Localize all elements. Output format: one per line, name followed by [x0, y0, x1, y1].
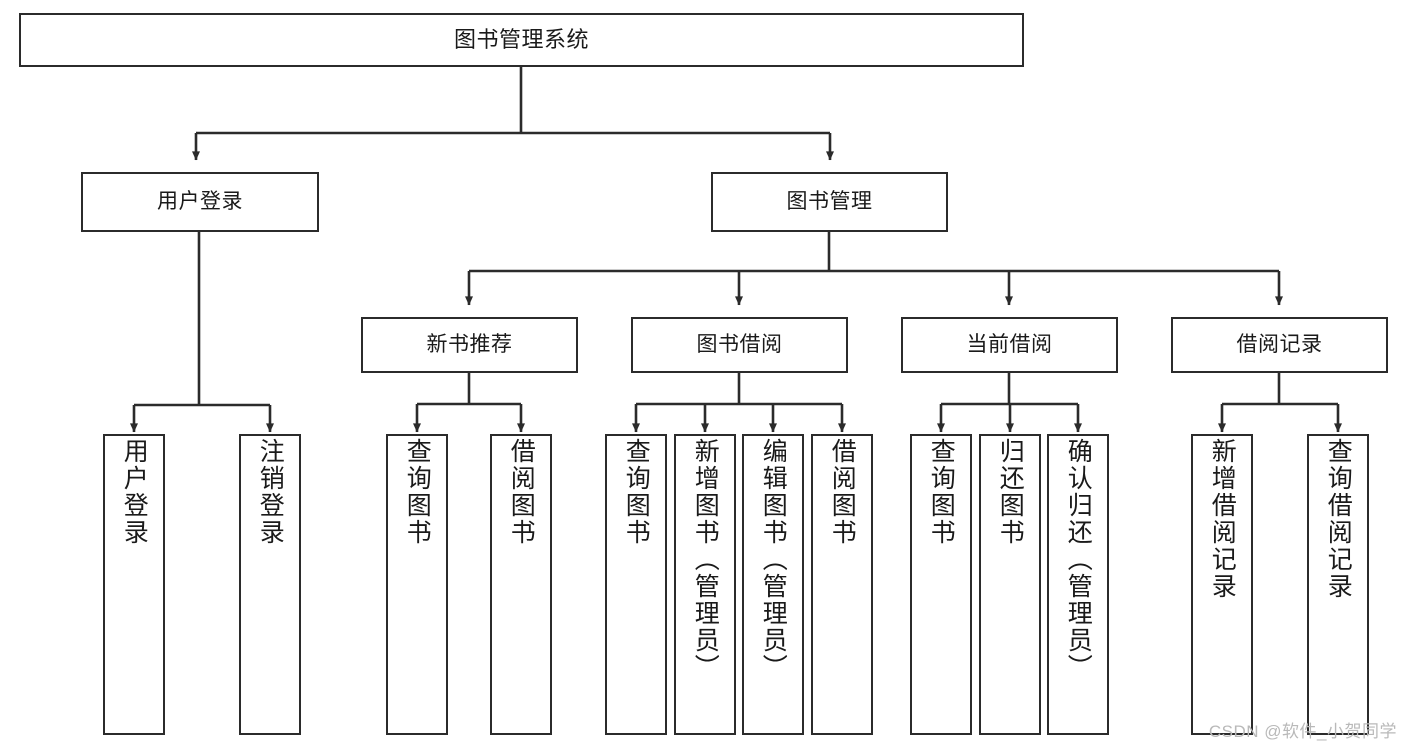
- node-label: 图书借阅: [696, 332, 783, 356]
- node-book-borrow[interactable]: 图书借阅: [631, 317, 848, 373]
- leaf-current-confirm-return-admin[interactable]: 确认归还（管理员）: [1047, 434, 1109, 735]
- node-borrow-record[interactable]: 借阅记录: [1171, 317, 1388, 373]
- node-label: 查询图书: [403, 438, 432, 546]
- leaf-current-query-book[interactable]: 查询图书: [910, 434, 972, 735]
- node-label: 新增借阅记录: [1208, 438, 1237, 600]
- node-label: 确认归还（管理员）: [1064, 438, 1093, 681]
- leaf-new-book-borrow[interactable]: 借阅图书: [490, 434, 552, 735]
- node-root-system[interactable]: 图书管理系统: [19, 13, 1024, 67]
- leaf-borrow-add-book-admin[interactable]: 新增图书（管理员）: [674, 434, 736, 735]
- leaf-record-add-record[interactable]: 新增借阅记录: [1191, 434, 1253, 735]
- leaf-current-return-book[interactable]: 归还图书: [979, 434, 1041, 735]
- node-label: 注销登录: [256, 438, 285, 546]
- leaf-borrow-edit-book-admin[interactable]: 编辑图书（管理员）: [742, 434, 804, 735]
- node-book-management[interactable]: 图书管理: [711, 172, 948, 232]
- node-label: 图书管理系统: [453, 27, 589, 53]
- leaf-new-book-query[interactable]: 查询图书: [386, 434, 448, 735]
- node-label: 新增图书（管理员）: [691, 438, 720, 681]
- leaf-record-query-record[interactable]: 查询借阅记录: [1307, 434, 1369, 735]
- leaf-user-login-login[interactable]: 用户登录: [103, 434, 165, 735]
- node-label: 借阅图书: [828, 438, 857, 546]
- csdn-watermark: CSDN @软件_小贺同学: [1208, 722, 1397, 741]
- node-current-borrow[interactable]: 当前借阅: [901, 317, 1118, 373]
- node-label: 借阅图书: [507, 438, 536, 546]
- node-label: 图书管理: [786, 189, 873, 213]
- node-label: 归还图书: [996, 438, 1025, 546]
- node-label: 用户登录: [157, 189, 243, 213]
- node-user-login[interactable]: 用户登录: [81, 172, 319, 232]
- node-label: 编辑图书（管理员）: [759, 438, 788, 681]
- node-label: 新书推荐: [426, 332, 513, 356]
- node-new-book-recommend[interactable]: 新书推荐: [361, 317, 578, 373]
- node-label: 当前借阅: [966, 332, 1053, 356]
- node-label: 查询借阅记录: [1324, 438, 1353, 600]
- node-label: 借阅记录: [1236, 332, 1323, 356]
- node-label: 用户登录: [120, 438, 149, 546]
- leaf-borrow-query-book[interactable]: 查询图书: [605, 434, 667, 735]
- leaf-user-login-logout[interactable]: 注销登录: [239, 434, 301, 735]
- node-label: 查询图书: [622, 438, 651, 546]
- node-label: 查询图书: [927, 438, 956, 546]
- leaf-borrow-borrow-book[interactable]: 借阅图书: [811, 434, 873, 735]
